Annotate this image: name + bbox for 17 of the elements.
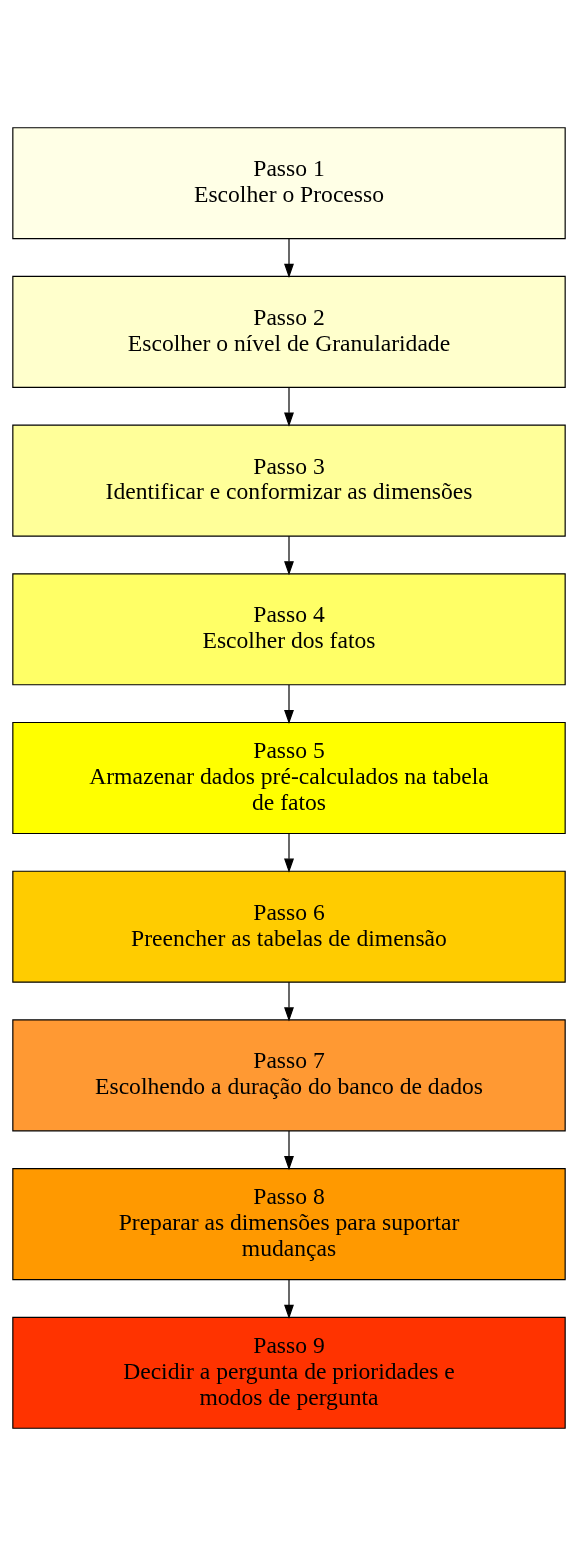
node-box: Passo 6 Preencher as tabelas de dimensão [12, 870, 566, 983]
node-box: Passo 2 Escolher o nível de Granularidade [12, 275, 566, 388]
arrow [284, 833, 294, 873]
arrow [284, 1130, 294, 1171]
arrow [284, 535, 294, 576]
arrow [284, 684, 294, 725]
node-box: Passo 4 Escolher dos fatos [12, 573, 566, 686]
node-box: Passo 3 Identificar e conformizar as dimensões [12, 424, 566, 537]
arrow [284, 386, 294, 427]
arrow [284, 981, 294, 1022]
node-box: Passo 1 Escolher o Processo [12, 127, 566, 240]
arrow [284, 238, 294, 278]
node-box: Passo 7 Escolhendo a duração do banco de dados [12, 1019, 566, 1132]
arrow [284, 1279, 294, 1319]
node-box: Passo 5 Armazenar dados pré-calculados na tabela de fatos [12, 721, 566, 835]
node-box: Passo 9 Decidir a pergunta de prioridades e modos de pergunta [12, 1316, 566, 1429]
node-box: Passo 8 Preparar as dimensões para suportar mudanças [12, 1168, 566, 1281]
